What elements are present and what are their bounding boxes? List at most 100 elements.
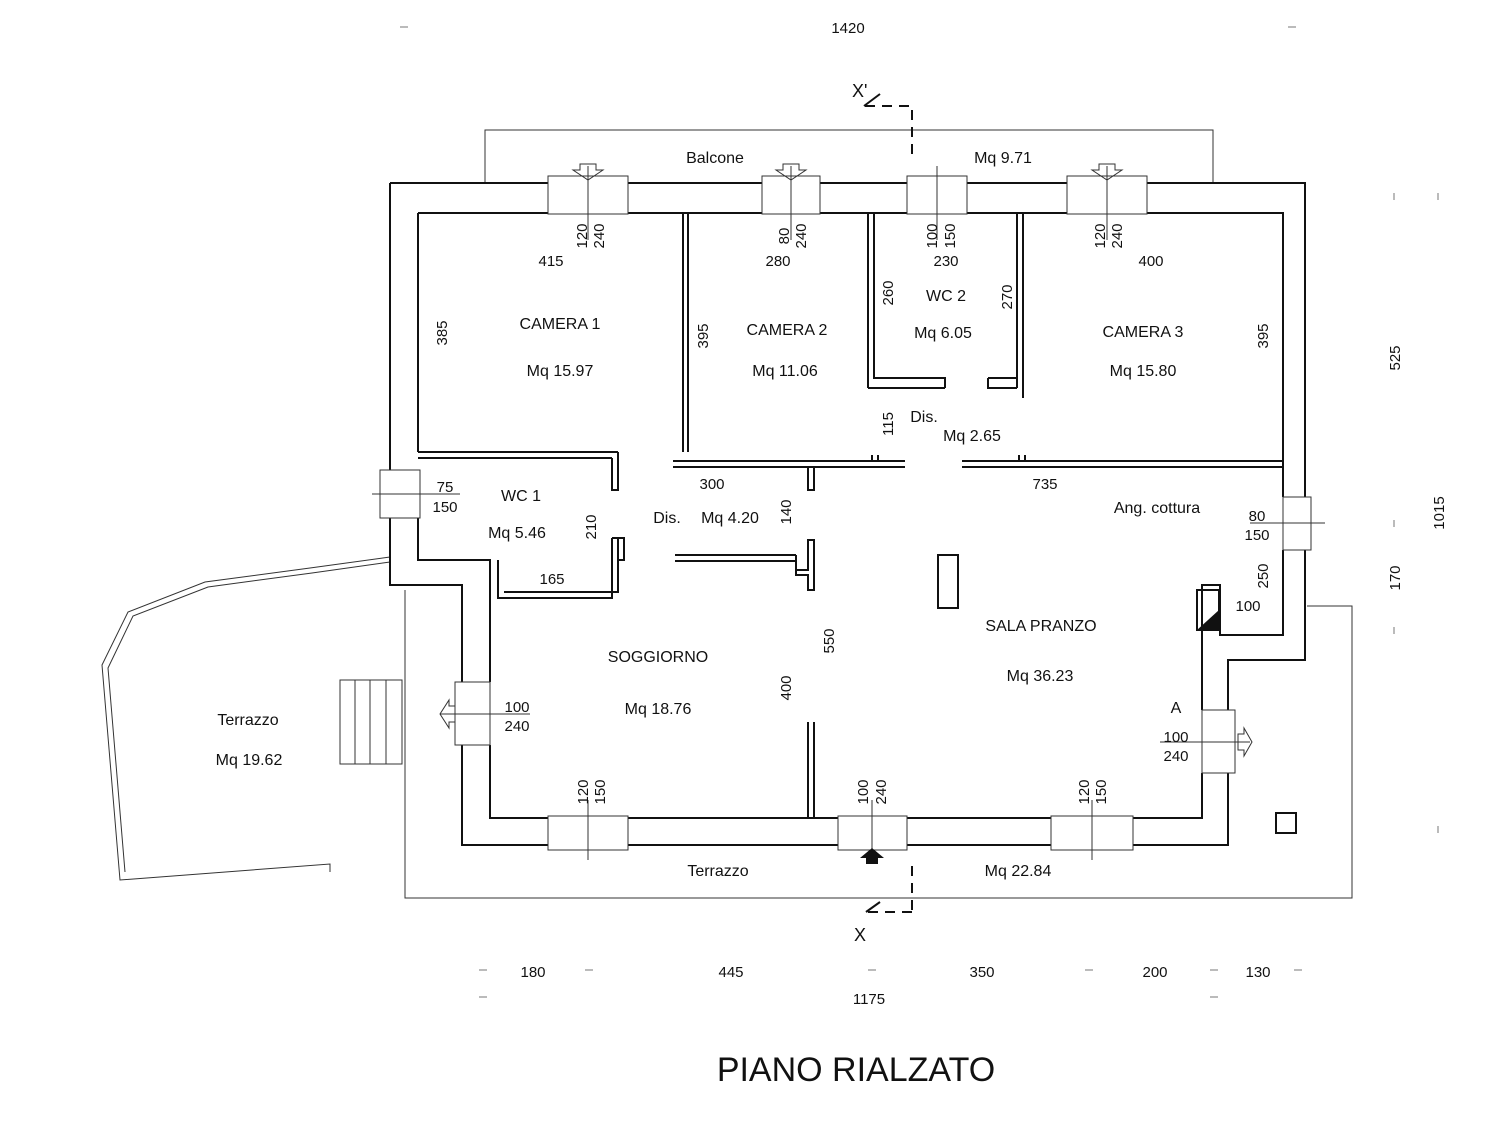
window-arrow-cam3 [1090,163,1124,181]
dim-bottom-seg-4: 200 [1142,964,1167,981]
dim-right-total: 1015 [1431,496,1448,529]
dim-cottura-height: 250 [1255,563,1272,588]
section-line [863,93,913,913]
room-terrazzo-left-name: Terrazzo [217,712,278,729]
marker-a: A [1171,700,1182,717]
dim-central: 550 [821,628,838,653]
room-terrazzo-bottom-area: Mq 22.84 [985,863,1052,880]
room-wc1-area: Mq 5.46 [488,525,546,542]
interior-walls [418,213,1283,818]
opening-cam2-width: 80 [776,228,793,245]
opening-cottura-width: 80 [1249,508,1266,525]
column-fixture [1275,812,1297,834]
window-arrow-cam2 [774,163,808,181]
opening-soggiorno-width: 100 [504,699,529,716]
dim-bottom-seg-1: 180 [520,964,545,981]
room-wc1-name: WC 1 [501,488,541,505]
dim-camera3-width: 400 [1138,253,1163,270]
section-mark-bottom: X [854,925,866,945]
room-camera1-name: CAMERA 1 [520,316,601,333]
room-dis-upper-area: Mq 2.65 [943,428,1001,445]
dim-wc2-width: 230 [933,253,958,270]
opening-bottom-right-width: 120 [1076,779,1093,804]
balcony-outline [484,129,1214,183]
dim-bottom-seg-3: 350 [969,964,994,981]
opening-cam3-height: 240 [1109,223,1126,248]
dim-right-lower: 170 [1387,565,1404,590]
room-sala-pranzo-area: Mq 36.23 [1007,668,1074,685]
fixtures [937,554,1297,834]
opening-pranzo-height: 240 [1163,748,1188,765]
dim-dis-lower-height: 140 [778,499,795,524]
opening-entry-width: 100 [855,779,872,804]
door-arrow-right [1237,726,1253,758]
dim-camera2-height: 395 [695,323,712,348]
dim-right-upper: 525 [1387,345,1404,370]
room-balcone-area: Mq 9.71 [974,150,1032,167]
entrance-arrows [439,163,1253,864]
opening-pranzo-width: 100 [1163,729,1188,746]
dim-camera1-height: 385 [434,320,451,345]
room-sala-pranzo-name: SALA PRANZO [985,618,1096,635]
dim-bottom-total: 1175 [853,991,885,1008]
dim-soggiorno-height: 400 [778,675,795,700]
room-camera3-name: CAMERA 3 [1103,324,1184,341]
table-fixture [937,554,959,609]
exterior-walls [389,182,1306,846]
left-steps [339,679,403,765]
room-camera2-area: Mq 11.06 [752,363,818,380]
room-ang-cottura-name: Ang. cottura [1114,500,1200,517]
dimension-ticks [400,26,1439,998]
dim-bottom-seg-2: 445 [718,964,743,981]
dim-wc1-width: 165 [539,571,564,588]
door-arrow-left [439,698,456,730]
opening-cottura-height: 150 [1244,527,1269,544]
dim-corridor-right: 735 [1032,476,1057,493]
dim-wc2-height-left: 260 [880,280,897,305]
window-arrow-cam1 [571,163,605,181]
opening-wc2-width: 100 [924,223,941,248]
opening-cam3-width: 120 [1092,223,1109,248]
room-soggiorno-area: Mq 18.76 [625,701,692,718]
opening-wc2-height: 150 [942,223,959,248]
room-wc2-name: WC 2 [926,288,966,305]
opening-soggiorno-height: 240 [504,718,529,735]
opening-bottom-left-width: 120 [575,779,592,804]
dim-cottura-width: 100 [1235,598,1260,615]
dim-corridor-left: 300 [699,476,724,493]
dim-overall-width: 1420 [831,20,864,37]
room-dis-lower-area: Mq 4.20 [701,510,759,527]
plan-title: PIANO RIALZATO [717,1051,995,1089]
dim-camera3-height: 395 [1255,323,1272,348]
opening-wc1-width: 75 [437,479,454,496]
room-terrazzo-bottom-name: Terrazzo [687,863,748,880]
dim-dis-upper-height: 115 [880,412,897,436]
section-mark-top: X' [852,81,867,101]
room-camera2-name: CAMERA 2 [747,322,828,339]
opening-bottom-left-height: 150 [592,779,609,804]
room-balcone-name: Balcone [686,150,744,167]
room-soggiorno-name: SOGGIORNO [608,649,708,666]
main-entry-arrow [860,848,884,864]
opening-wc1-height: 150 [432,499,457,516]
room-dis-upper-name: Dis. [910,409,938,426]
bottom-terrace-outline [404,590,1353,899]
dim-bottom-seg-5: 130 [1245,964,1270,981]
opening-cam2-height: 240 [793,223,810,248]
opening-sills [372,166,1325,860]
room-camera1-area: Mq 15.97 [527,363,594,380]
room-wc2-area: Mq 6.05 [914,325,972,342]
dim-wc1-height: 210 [583,514,600,539]
dim-camera1-width: 415 [538,253,563,270]
dim-wc2-height-right: 270 [999,284,1016,309]
opening-cam1-width: 120 [574,223,591,248]
room-camera3-area: Mq 15.80 [1110,363,1177,380]
room-dis-lower-name: Dis. [653,510,681,527]
left-terrace-outline [101,556,391,881]
opening-cam1-height: 240 [591,223,608,248]
opening-entry-height: 240 [873,779,890,804]
room-terrazzo-left-area: Mq 19.62 [216,752,283,769]
opening-bottom-right-height: 150 [1093,779,1110,804]
dim-camera2-width: 280 [765,253,790,270]
